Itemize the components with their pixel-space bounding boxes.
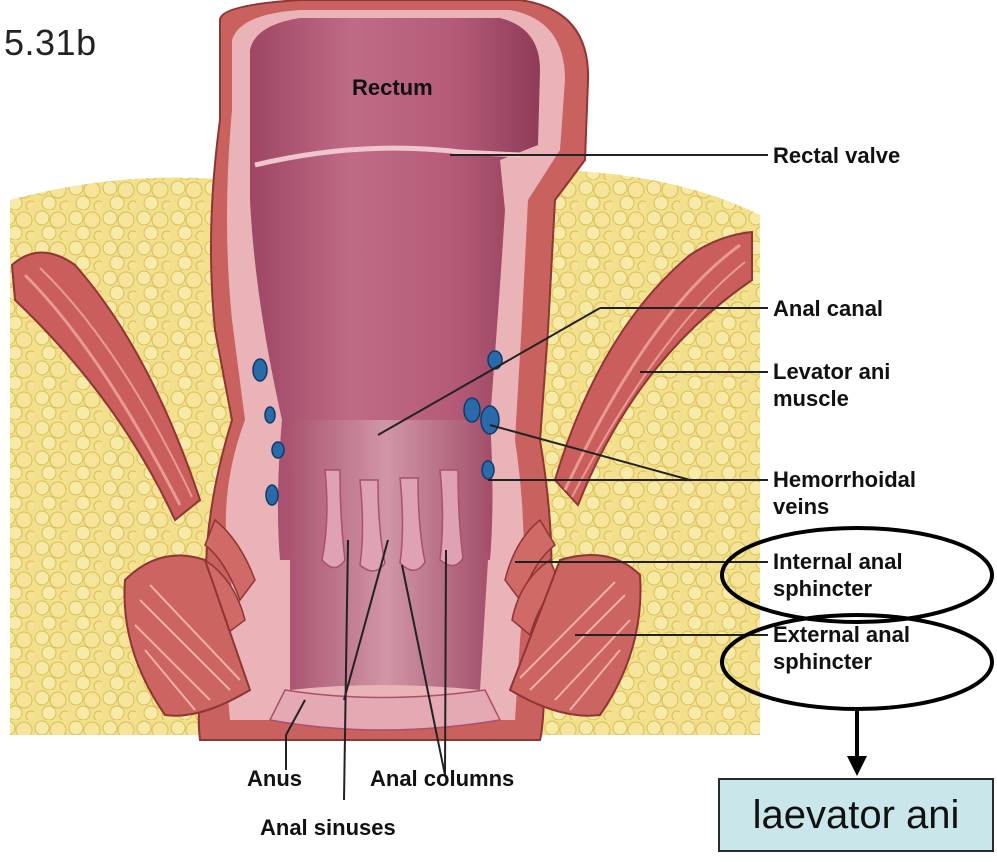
label-rectum: Rectum [352, 74, 433, 101]
label-hemorrhoidal-veins: Hemorrhoidal veins [773, 466, 916, 520]
label-internal-line2: sphincter [773, 575, 903, 602]
label-external-anal-sphincter: External anal sphincter [773, 621, 910, 675]
label-hemorrhoidal-line2: veins [773, 493, 916, 520]
label-anus: Anus [247, 765, 302, 792]
label-internal-line1: Internal anal [773, 548, 903, 575]
figure-number: 5.31b [4, 22, 97, 64]
label-levator-ani-muscle: Levator ani muscle [773, 358, 890, 412]
label-anal-columns: Anal columns [370, 765, 514, 792]
annotation-arrow [847, 709, 867, 776]
label-external-line1: External anal [773, 621, 910, 648]
label-anal-sinuses: Anal sinuses [260, 814, 396, 841]
label-internal-anal-sphincter: Internal anal sphincter [773, 548, 903, 602]
annotation-box: laevator ani [718, 778, 994, 852]
label-external-line2: sphincter [773, 648, 910, 675]
annotation-text: laevator ani [753, 793, 960, 838]
label-levator-ani-line1: Levator ani [773, 358, 890, 385]
label-levator-ani-line2: muscle [773, 385, 890, 412]
label-rectal-valve: Rectal valve [773, 142, 900, 169]
label-anal-canal: Anal canal [773, 295, 883, 322]
label-hemorrhoidal-line1: Hemorrhoidal [773, 466, 916, 493]
